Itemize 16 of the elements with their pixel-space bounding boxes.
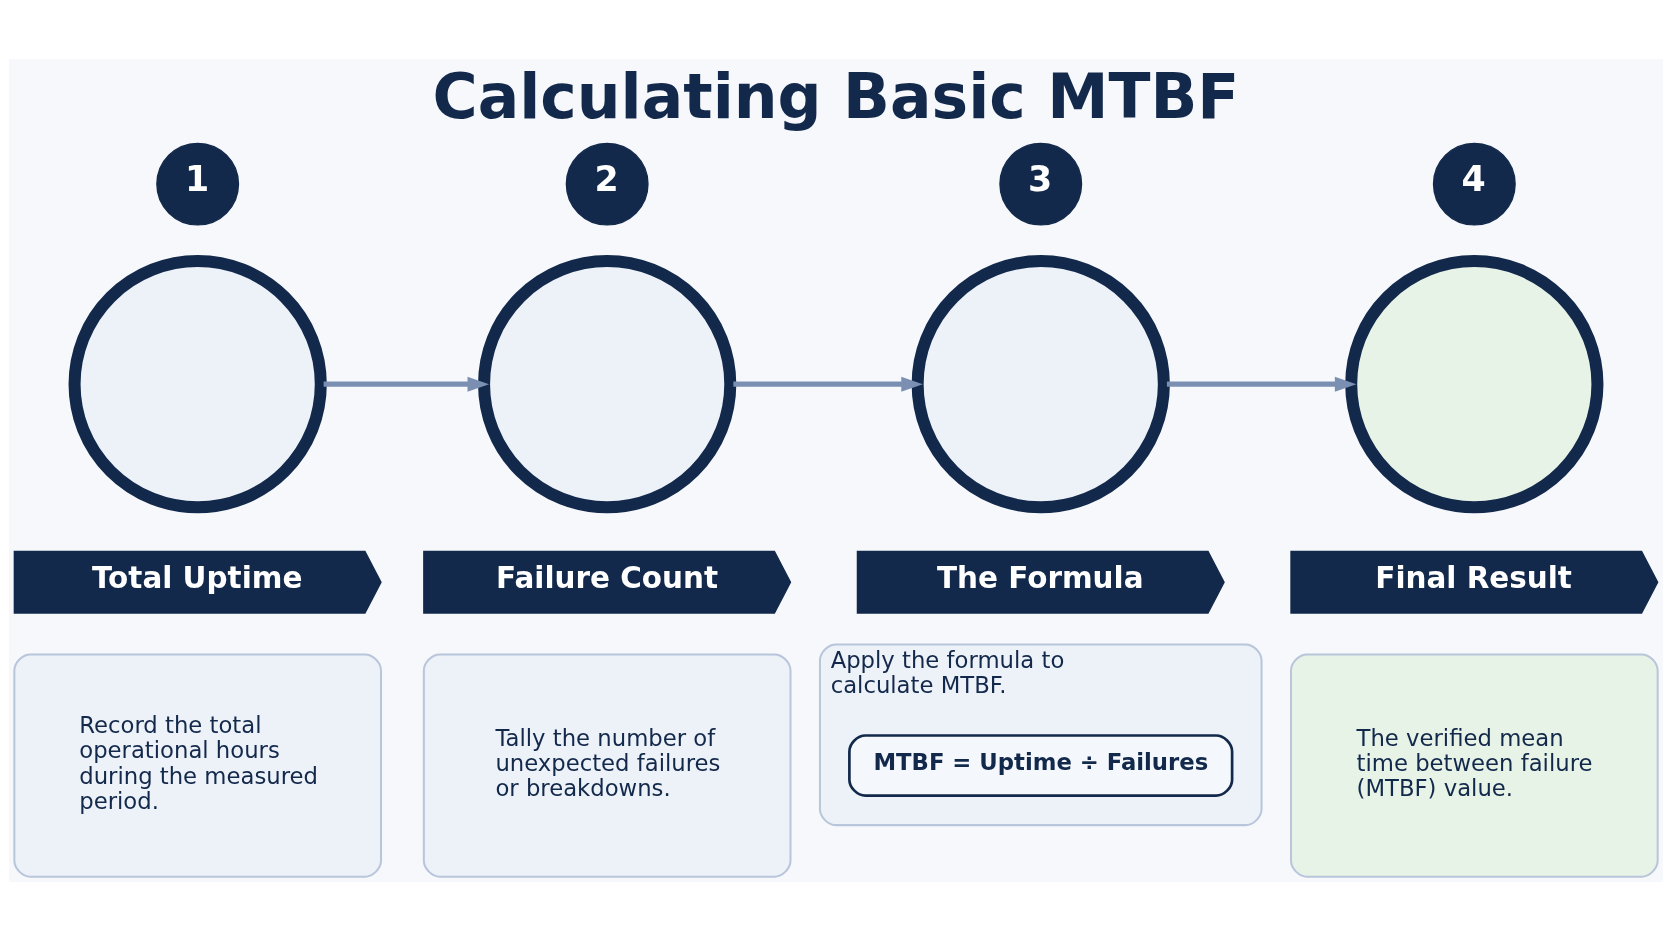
node-box: The verified mean time between failure (MTBF) value.	[1290, 653, 1659, 878]
node-box: Record the total operational hours during the measured period.	[13, 653, 382, 878]
node-circle	[478, 255, 737, 514]
node-circle: 1	[156, 142, 240, 226]
node-circle: 4	[1432, 142, 1516, 226]
node-circle: 3	[999, 142, 1083, 226]
arrow	[733, 376, 923, 392]
arrow	[323, 376, 489, 392]
node-circle	[1345, 255, 1604, 514]
arrow	[1166, 376, 1357, 392]
node-circle	[911, 255, 1170, 514]
node-box: Tally the number of unexpected failures or breakdowns.	[422, 653, 792, 878]
node-circle	[68, 255, 327, 514]
diagram-title: Calculating Basic MTBF	[432, 60, 1240, 133]
node-circle: 2	[565, 142, 649, 226]
node-box: MTBF = Uptime ÷ Failures	[848, 734, 1234, 798]
